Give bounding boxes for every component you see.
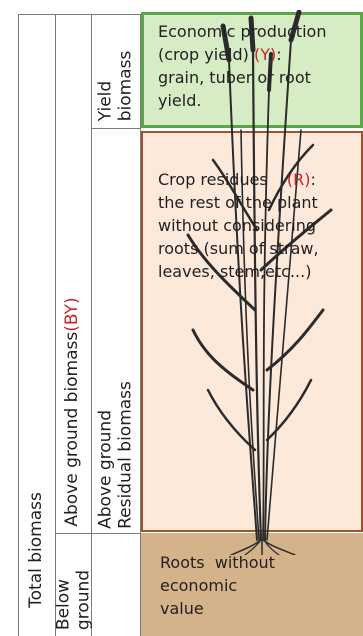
row-divider [91,128,141,129]
below-ground-line2: ground [74,570,94,630]
yield-y-abbreviation: (Y) [254,45,276,64]
by-abbreviation: (BY) [62,297,82,331]
yield-biomass-label: Yield biomass [96,51,135,122]
yield-biomass-line1: Yield [96,51,116,122]
below-ground-line1: Below [54,570,74,630]
total-biomass-label: Total biomass [27,492,47,608]
below-ground-label: Below ground [54,570,93,630]
residues-line4: roots (sum of straw, [158,237,363,260]
roots-line2: economic [160,574,360,597]
residues-colon: : [310,170,315,189]
roots-line1: Roots without [160,551,360,574]
residual-biomass-line1: Above ground [96,381,116,529]
yield-description: Economic production (crop yield) (Y): gr… [158,20,363,112]
residual-biomass-label: Above ground Residual biomass [96,381,135,529]
yield-line2: (crop yield) (Y): [158,43,363,66]
above-ground-biomass-text: Above ground biomass [62,332,82,527]
residues-line1: Crop residues (R): [158,168,363,191]
yield-line4: yield. [158,89,363,112]
above-ground-biomass-label: Above ground biomass(BY) [63,297,83,526]
yield-line1: Economic production [158,20,363,43]
yield-colon: : [276,45,281,64]
yield-line3: grain, tuber or root [158,66,363,89]
column-divider [55,14,56,636]
residues-line3: without considering [158,214,363,237]
column-divider [91,14,92,636]
residues-r-abbreviation: (R) [287,170,311,189]
roots-line3: value [160,597,360,620]
residues-line2: the rest of the plant [158,191,363,214]
yield-line2-text: (crop yield) [158,45,249,64]
yield-biomass-line2: biomass [116,51,136,122]
row-divider [55,533,141,534]
row-divider [18,14,141,15]
column-divider [18,14,19,636]
residues-line1-text: Crop residues [158,170,268,189]
residues-description: Crop residues (R): the rest of the plant… [158,168,363,283]
residual-biomass-line2: Residual biomass [116,381,136,529]
roots-description: Roots without economic value [160,551,360,620]
residues-line5: leaves, stem,etc...) [158,260,363,283]
